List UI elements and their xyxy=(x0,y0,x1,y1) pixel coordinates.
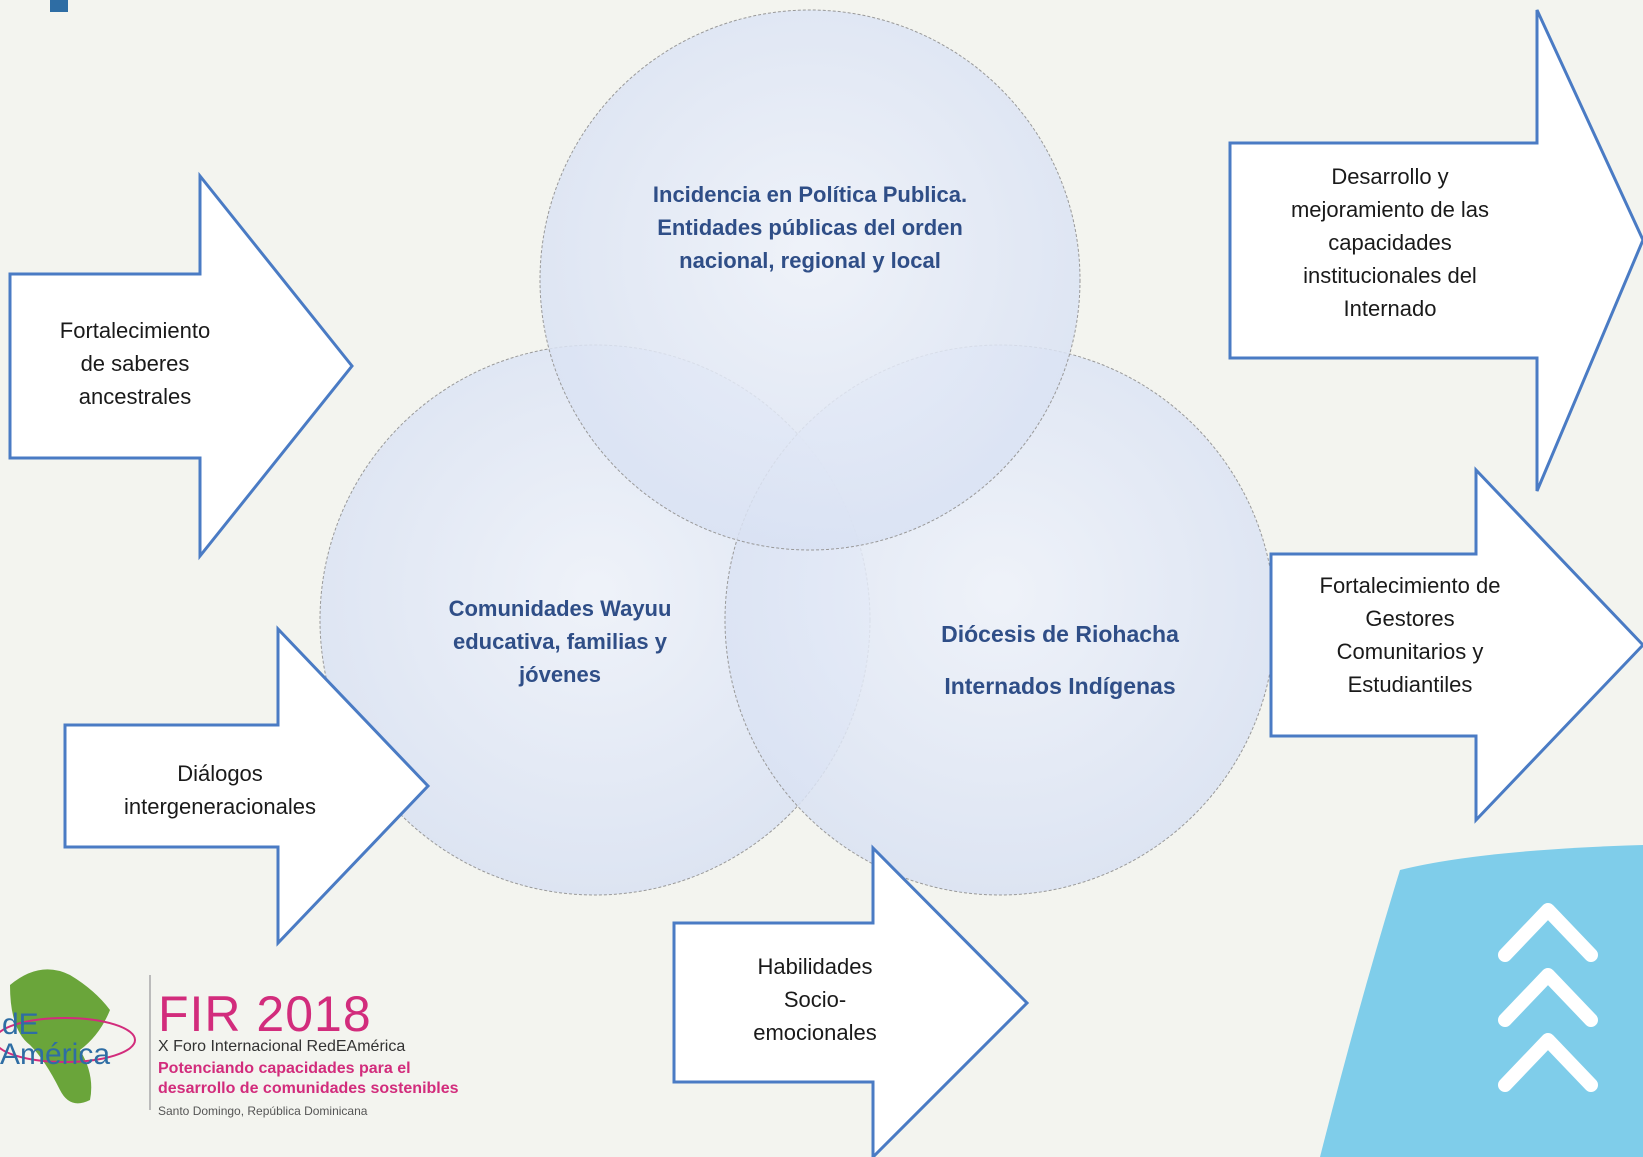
triple-chevron-up-icon[interactable] xyxy=(1498,903,1598,1092)
footer-place: Santo Domingo, República Dominicana xyxy=(158,1104,368,1118)
arrow-gestores-line-4: Estudiantiles xyxy=(1347,672,1473,697)
arrow-desarrollo-line-5: Internado xyxy=(1343,296,1437,321)
circle-top xyxy=(539,9,1081,551)
arrow-saberes-label: Fortalecimiento de saberes ancestrales xyxy=(20,314,250,413)
header-accent xyxy=(50,0,68,12)
footer-tagline-1: Potenciando capacidades para el xyxy=(158,1060,411,1077)
logo-text-line-2: América xyxy=(0,1038,111,1071)
arrow-desarrollo-line-1: Desarrollo y xyxy=(1331,164,1449,189)
arrow-saberes-line-3: ancestrales xyxy=(78,384,192,409)
circle-top-line-3: nacional, regional y local xyxy=(679,248,941,273)
arrow-gestores-label: Fortalecimiento de Gestores Comunitarios… xyxy=(1275,569,1545,701)
circle-left-line-3: jóvenes xyxy=(519,662,601,687)
arrow-habilidades xyxy=(672,844,1030,1157)
arrow-saberes xyxy=(8,171,354,561)
arrow-dialogos-line-2: intergeneracionales xyxy=(123,794,317,819)
circle-top-line-2: Entidades públicas del orden xyxy=(657,215,963,240)
logo-text-line-1: dE xyxy=(2,1008,39,1041)
arrow-desarrollo-line-2: mejoramiento de las xyxy=(1290,197,1490,222)
circle-right-label: Diócesis de Riohacha Internados Indígena… xyxy=(890,608,1230,712)
circle-left-line-1: Comunidades Wayuu xyxy=(448,596,672,621)
arrow-dialogos-line-1: Diálogos xyxy=(177,761,263,786)
arrow-gestores xyxy=(1269,466,1643,824)
arrow-desarrollo-line-3: capacidades xyxy=(1328,230,1452,255)
circle-top-label: Incidencia en Política Publica. Entidade… xyxy=(620,178,1000,277)
arrow-desarrollo-label: Desarrollo y mejoramiento de las capacid… xyxy=(1240,160,1540,325)
arrow-dialogos-label: Diálogos intergeneracionales xyxy=(80,757,360,823)
venn-circles xyxy=(319,9,1276,896)
arrow-dialogos xyxy=(63,625,431,947)
footer-subtitle: X Foro Internacional RedEAmérica xyxy=(158,1038,406,1055)
circle-top-line-1: Incidencia en Política Publica. xyxy=(652,182,968,207)
arrow-saberes-line-1: Fortalecimiento xyxy=(59,318,211,343)
arrow-gestores-line-2: Gestores xyxy=(1365,606,1455,631)
circle-left-line-2: educativa, familias y xyxy=(453,629,667,654)
arrow-desarrollo-line-4: institucionales del xyxy=(1303,263,1477,288)
arrow-desarrollo xyxy=(1228,9,1643,492)
circle-right-line-2: Internados Indígenas xyxy=(944,673,1176,699)
circle-left-label: Comunidades Wayuu educativa, familias y … xyxy=(400,592,720,691)
arrow-saberes-line-2: de saberes xyxy=(80,351,190,376)
arrow-habilidades-label: Habilidades Socio- emocionales xyxy=(700,950,930,1049)
footer-logo: dE América xyxy=(0,950,560,1120)
arrow-habilidades-line-2: Socio- xyxy=(783,987,847,1012)
footer-title: FIR 2018 xyxy=(158,986,372,1042)
circle-right-line-1: Diócesis de Riohacha xyxy=(941,621,1179,647)
footer-tagline-2: desarrollo de comunidades sostenibles xyxy=(158,1080,459,1097)
logo-text: dE América xyxy=(0,1010,140,1070)
arrow-habilidades-line-3: emocionales xyxy=(753,1020,877,1045)
corner-accent-shape xyxy=(1320,845,1643,1157)
arrow-gestores-line-1: Fortalecimiento de xyxy=(1319,573,1501,598)
arrow-gestores-line-3: Comunitarios y xyxy=(1336,639,1484,664)
arrow-habilidades-line-1: Habilidades xyxy=(757,954,873,979)
logo-globe xyxy=(0,969,151,1110)
